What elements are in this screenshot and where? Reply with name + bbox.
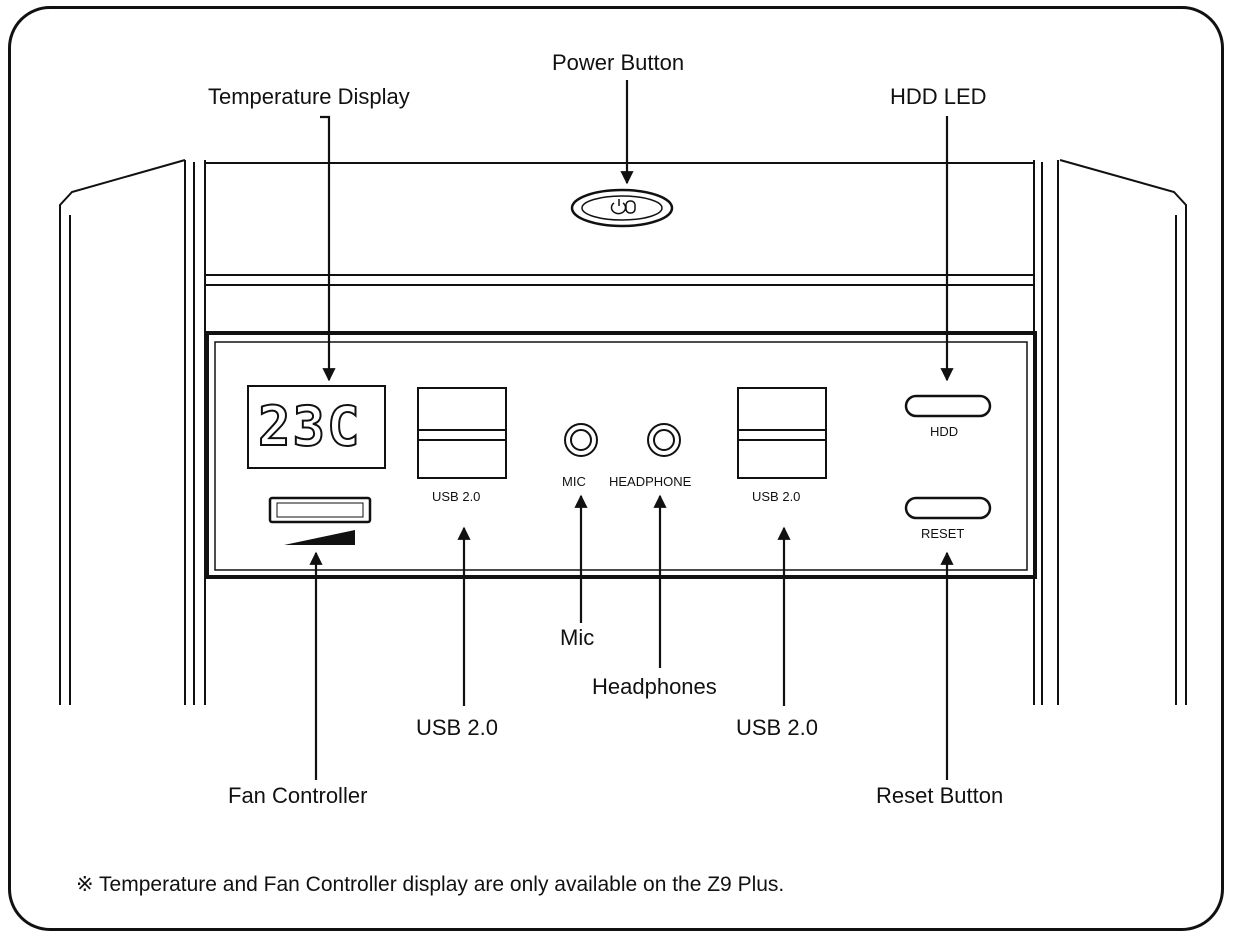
case-right-wing [1033,159,1187,705]
callout-mic: Mic [560,625,595,650]
usb-port-right[interactable] [737,387,827,479]
case-left-wing [59,159,206,705]
mic-port-label: MIC [562,474,586,489]
callout-usb-left: USB 2.0 [416,715,498,740]
diagram-frame [8,6,1224,931]
headphone-port-label: HEADPHONE [609,474,692,489]
power-button[interactable] [570,188,674,228]
callout-usb-right: USB 2.0 [736,715,818,740]
mic-jack[interactable] [564,423,598,457]
callout-fan-controller: Fan Controller [228,783,368,808]
fan-level-icon [284,530,355,545]
power-icon [610,199,636,215]
hdd-led [904,394,992,418]
headphone-jack[interactable] [647,423,681,457]
temperature-display [247,385,386,469]
usb-port-left[interactable] [417,387,507,479]
callout-headphones: Headphones [592,674,717,699]
reset-button[interactable] [904,496,992,520]
fan-controller[interactable] [268,496,372,524]
usb-left-port-label: USB 2.0 [432,489,481,504]
arrow-icon [309,80,954,780]
reset-button-label: RESET [921,526,965,541]
temperature-readout: 23C [257,395,362,458]
usb-right-port-label: USB 2.0 [752,489,801,504]
hdd-led-label: HDD [930,424,959,439]
footnote: ※ Temperature and Fan Controller display… [76,873,785,896]
callout-temperature-display: Temperature Display [208,84,410,109]
top-bezel [205,162,1034,286]
arrow-temperature [320,115,336,382]
callout-hdd-led: HDD LED [890,84,987,109]
callout-power-button: Power Button [552,50,685,75]
io-panel [205,331,1037,579]
callout-reset-button: Reset Button [876,783,1004,808]
